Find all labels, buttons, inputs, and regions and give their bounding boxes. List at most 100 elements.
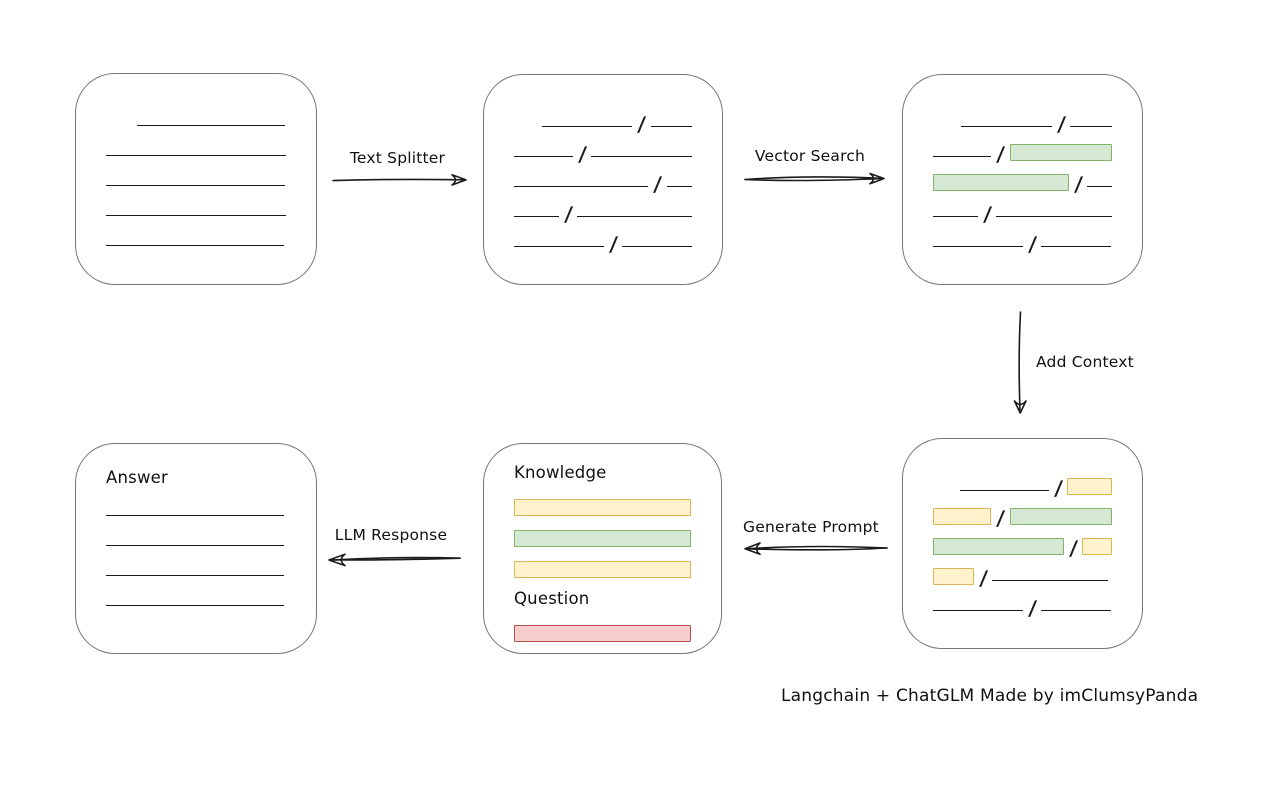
text-line <box>514 185 649 187</box>
chunk-row: / <box>933 171 1112 196</box>
chunk-row: / <box>933 505 1112 530</box>
slash-separator: / <box>637 111 647 136</box>
text-line <box>1087 185 1112 187</box>
yellow-chunk <box>1082 537 1112 555</box>
chunk-row: / <box>933 535 1112 560</box>
text-line <box>933 245 1023 247</box>
text-line <box>514 155 573 157</box>
text-line <box>514 215 559 217</box>
chunk-row: Knowledge <box>514 463 691 483</box>
text-line <box>1041 609 1112 611</box>
text-line <box>960 125 1053 127</box>
chunk-row: / <box>933 475 1112 500</box>
node-content-matched-chunks: / / / / / <box>903 75 1142 284</box>
chunk-row: / <box>514 231 692 256</box>
chunk-row: / <box>514 201 692 226</box>
chunk-row: / <box>514 141 692 166</box>
slash-separator: / <box>1073 171 1084 196</box>
text-splitter-arrow <box>332 174 467 186</box>
chunk-row <box>514 622 691 642</box>
text-line <box>106 185 285 186</box>
text-line <box>106 545 284 546</box>
text-line <box>106 575 284 576</box>
node-content-source-document <box>76 74 316 284</box>
node-split-chunks: / / / / / <box>483 74 723 285</box>
text-line <box>933 609 1023 611</box>
chunk-row <box>514 558 691 578</box>
arrow-label-generate-prompt: Generate Prompt <box>743 518 879 536</box>
text-line <box>622 245 692 247</box>
chunk-row <box>106 500 286 518</box>
slash-separator: / <box>563 201 574 226</box>
chunk-row <box>106 140 286 158</box>
text-line <box>591 155 692 157</box>
slash-separator: / <box>608 231 619 256</box>
slash-separator: / <box>1068 535 1079 560</box>
chunk-row: / <box>933 201 1112 226</box>
green-chunk <box>933 537 1065 555</box>
yellow-chunk <box>933 507 992 525</box>
chunk-row: / <box>933 565 1112 590</box>
text-line <box>541 125 633 127</box>
generate-prompt-arrow <box>744 542 888 556</box>
node-content-split-chunks: / / / / / <box>484 75 722 284</box>
text-line <box>514 245 604 247</box>
text-line <box>137 125 285 126</box>
green-chunk <box>933 173 1070 191</box>
chunk-row <box>106 530 286 548</box>
text-line <box>106 155 286 156</box>
slash-separator: / <box>996 141 1006 166</box>
slash-separator: / <box>982 201 993 226</box>
node-source-document <box>75 73 317 285</box>
text-line <box>933 215 979 217</box>
chunk-row: / <box>514 171 692 196</box>
node-matched-chunks: / / / / / <box>902 74 1143 285</box>
chunk-row: / <box>514 111 692 136</box>
slash-separator: / <box>653 171 663 196</box>
box-label: Question <box>514 589 590 608</box>
slash-separator: / <box>978 565 989 590</box>
node-content-context-chunks: ///// <box>903 439 1142 648</box>
llm-response-arrow <box>328 553 461 567</box>
green-chunk <box>1009 507 1112 525</box>
text-line <box>933 155 992 157</box>
arrow-label-text-splitter: Text Splitter <box>349 149 446 167</box>
chunk-row <box>106 590 286 608</box>
slash-separator: / <box>1053 475 1064 500</box>
text-line <box>1070 125 1112 127</box>
chunk-row <box>106 110 286 128</box>
arrow-label-add-context: Add Context <box>1036 353 1134 371</box>
chunk-row <box>106 230 286 248</box>
text-line <box>106 515 284 516</box>
chunk-row <box>514 527 691 547</box>
slash-separator: / <box>996 505 1007 530</box>
chunk-row: / <box>933 231 1112 256</box>
chunk-row: Question <box>514 589 691 609</box>
node-content-answer: Answer <box>76 444 316 653</box>
text-line <box>992 579 1109 581</box>
box-label: Answer <box>106 468 168 487</box>
chunk-row: Answer <box>106 468 286 488</box>
add-context-arrow <box>1013 311 1027 414</box>
yellow-chunk <box>1066 477 1112 495</box>
node-answer: Answer <box>75 443 317 654</box>
vector-search-arrow <box>744 172 885 185</box>
green-chunk <box>514 530 691 547</box>
slash-separator: / <box>1056 111 1067 136</box>
text-line <box>666 185 692 187</box>
red-chunk <box>514 625 691 642</box>
yellow-chunk <box>933 567 974 585</box>
credit-caption: Langchain + ChatGLM Made by imClumsyPand… <box>781 686 1199 706</box>
text-line <box>650 125 692 127</box>
chunk-row <box>514 496 691 516</box>
text-line <box>1041 245 1112 247</box>
node-context-chunks: ///// <box>902 438 1143 649</box>
arrow-label-vector-search: Vector Search <box>754 147 866 165</box>
chunk-row <box>106 560 286 578</box>
chunk-row <box>106 170 286 188</box>
chunk-row: / <box>933 141 1112 166</box>
yellow-chunk <box>514 561 691 578</box>
